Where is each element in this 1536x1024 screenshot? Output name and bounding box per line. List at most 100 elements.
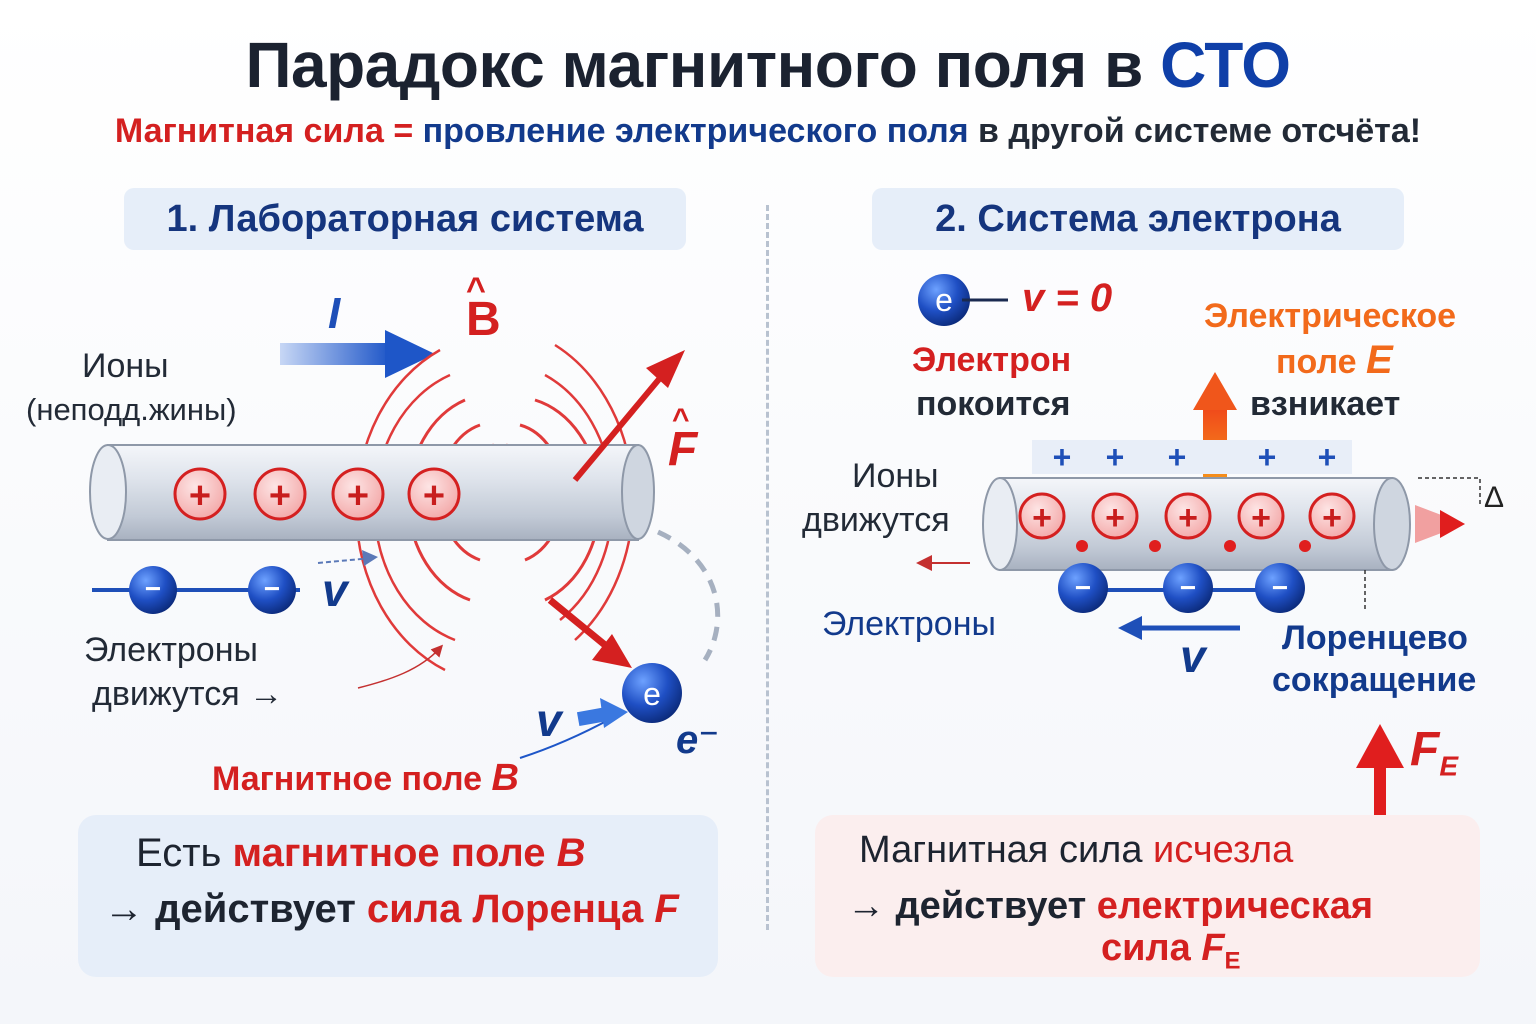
- subtitle: Магнитная сила = провление электрическог…: [0, 112, 1536, 151]
- fe-letter: F: [1410, 723, 1440, 776]
- right-box-fe-letter: F: [1201, 927, 1225, 969]
- ions-label: Ионы: [82, 347, 169, 385]
- electron-velocity-symbol: v: [536, 694, 562, 746]
- right-box-fe-sub: E: [1224, 947, 1241, 975]
- electron-row-right: − − −: [1058, 563, 1305, 613]
- page-title: Парадокс магнитного поля в СТО: [0, 28, 1536, 102]
- rest-velocity-text: v = 0: [1022, 276, 1113, 320]
- b-hat: ^: [466, 271, 486, 309]
- efield-label: Электрическое: [1204, 297, 1457, 335]
- electron-rest-sublabel: покоится: [916, 385, 1071, 423]
- left-box-b-symbol: B: [556, 831, 586, 875]
- rest-velocity: v = 0: [1022, 276, 1112, 320]
- svg-text:+: +: [423, 475, 445, 517]
- electron-velocity-right: v: [1180, 630, 1206, 682]
- svg-text:−: −: [1272, 572, 1288, 603]
- magnetic-field-symbol: B: [491, 757, 519, 799]
- force-arrowhead: [646, 350, 685, 388]
- subtitle-part3: в другой системе отсчёта!: [968, 112, 1422, 150]
- left-conclusion-line2: → действует сила Лоренца F: [104, 887, 679, 932]
- svg-text:+: +: [1032, 499, 1052, 537]
- velocity-symbol: v: [322, 564, 348, 616]
- lorentz-contraction-label: Лоренцево: [1282, 619, 1468, 657]
- ion: +: [173, 467, 227, 521]
- subtitle-part2: провление электрического поля: [422, 112, 969, 150]
- left-panel-heading: 1. Лабораторная система: [124, 188, 686, 250]
- title-main: Парадокс магнитного поля в: [245, 29, 1143, 101]
- left-box-acts: → действует: [104, 887, 367, 931]
- svg-text:−: −: [264, 573, 280, 604]
- ion: +: [1164, 492, 1212, 540]
- ion: +: [1237, 492, 1285, 540]
- svg-text:+: +: [1178, 499, 1198, 537]
- plus-sign: +: [1258, 439, 1277, 475]
- right-box-force: сила: [1101, 927, 1202, 969]
- plus-sign: +: [1318, 439, 1337, 475]
- right-conclusion-line3: сила FE: [1101, 927, 1241, 976]
- velocity-curve: [519, 717, 613, 759]
- svg-text:+: +: [347, 475, 369, 517]
- charge-dots: [1076, 540, 1311, 552]
- right-conclusion-box: Магнитная сила исчезла → действует елект…: [815, 815, 1480, 977]
- electron-rest-label: Электрон: [912, 341, 1072, 379]
- b-vector-symbol: B: [466, 293, 501, 346]
- velocity-hint-arrow: [317, 557, 373, 564]
- f-hat: ^: [672, 403, 690, 436]
- electron-velocity-head: [1118, 616, 1142, 640]
- force-arrow-down-head: [592, 634, 632, 668]
- efield-symbol: E: [1365, 338, 1393, 382]
- svg-text:e: e: [643, 676, 661, 712]
- left-box-field: магнитное поле: [232, 831, 557, 875]
- subtitle-eq: =: [383, 112, 423, 150]
- velocity-arrow-head: [600, 698, 628, 728]
- electric-force-arrow: [1356, 724, 1404, 824]
- ions-moving-label: Ионы: [852, 457, 939, 495]
- subtitle-part1: Магнитная сила: [114, 112, 384, 150]
- svg-text:−: −: [1180, 572, 1196, 603]
- left-box-lorentz: сила Лоренца: [366, 887, 655, 931]
- delta-bracket: [1418, 477, 1481, 505]
- svg-text:+: +: [1322, 499, 1342, 537]
- left-box-f-symbol: F: [654, 887, 679, 931]
- ions-moving-sublabel: движутся: [802, 501, 950, 539]
- panel-divider: [766, 205, 769, 930]
- ion: +: [1091, 492, 1139, 540]
- right-box-electric: електрическая: [1096, 885, 1374, 927]
- ion: +: [1308, 492, 1356, 540]
- current-symbol: I: [328, 289, 341, 338]
- moving-electron: e: [622, 663, 682, 723]
- ion: +: [407, 467, 461, 521]
- fe-subscript: E: [1439, 750, 1459, 782]
- current-arrow: [280, 330, 435, 378]
- trajectory-dashed: [656, 529, 721, 662]
- left-box-text: Есть: [136, 831, 233, 875]
- velocity-arrow-body: [576, 707, 606, 726]
- efield-label-2: поле E: [1276, 338, 1393, 384]
- rest-electron: e: [918, 274, 1008, 326]
- ion: +: [331, 467, 385, 521]
- svg-text:−: −: [1075, 572, 1091, 603]
- contraction-arrow-tip: [1440, 510, 1465, 538]
- electron-charge-symbol: e⁻: [676, 718, 720, 762]
- svg-text:+: +: [269, 475, 291, 517]
- electron-row: − −: [92, 566, 300, 614]
- svg-text:+: +: [189, 475, 211, 517]
- plus-sign: +: [1168, 439, 1187, 475]
- ion: +: [253, 467, 307, 521]
- electrons-label: Электроны: [84, 631, 258, 669]
- svg-text:+: +: [1251, 499, 1271, 537]
- electrons-moving-label: движутся →: [92, 675, 284, 713]
- title-accent: СТО: [1160, 29, 1291, 101]
- hint-arrow: [357, 644, 444, 689]
- lorentz-contraction-sublabel: сокращение: [1272, 661, 1477, 699]
- magnetic-field-text: Магнитное поле: [212, 760, 483, 798]
- charge-strip: [1032, 440, 1352, 474]
- force-arrow-up: [572, 370, 668, 482]
- right-box-text: Магнитная сила: [859, 829, 1154, 871]
- svg-text:e: e: [935, 282, 953, 318]
- f-vector-symbol: F: [668, 423, 698, 476]
- efield-appears: взникает: [1250, 385, 1401, 423]
- svg-text:+: +: [1105, 499, 1125, 537]
- velocity-hint-head: [362, 550, 378, 566]
